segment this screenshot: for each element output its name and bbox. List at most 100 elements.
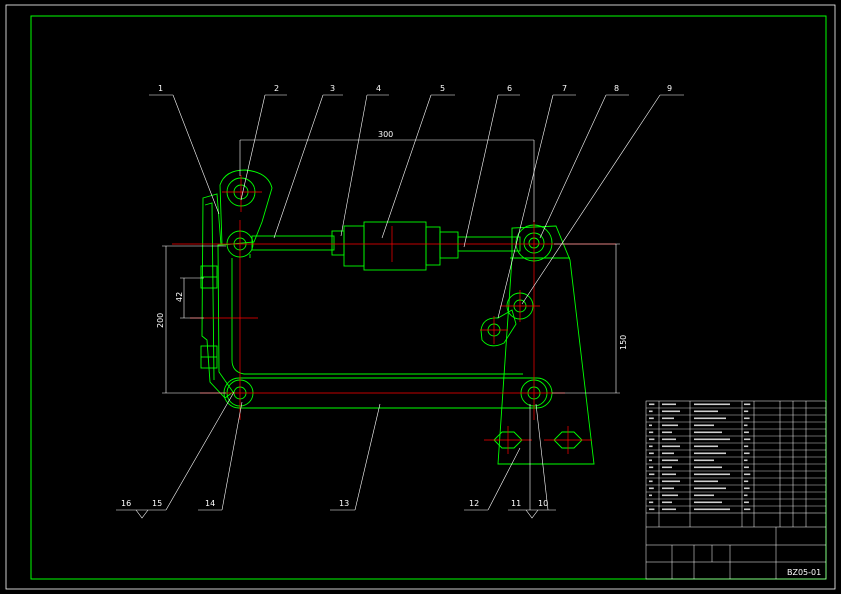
centerlines [172,175,616,454]
parts-list-text-mark [744,459,748,462]
parts-list-text-mark [649,452,654,455]
leader-lines [116,94,684,519]
parts-list-text-mark [662,466,672,469]
part-label-9: 9 [667,84,672,93]
part-labels: 1 2 3 4 5 6 7 8 9 16 15 14 13 12 11 10 [121,84,672,508]
parts-list-text-mark [694,452,726,455]
dimension-150: 150 [619,335,628,350]
title-block [645,400,827,580]
parts-list-text-mark [744,410,749,413]
parts-list-text-mark [662,452,674,455]
parts-list-text-mark [649,473,655,476]
parts-list-text-mark [662,459,678,462]
part-label-16: 16 [121,499,131,508]
part-label-14: 14 [205,499,215,508]
parts-list-text-mark [662,431,672,434]
parts-list-text-mark [649,459,652,462]
parts-list-text-mark [744,487,750,490]
part-label-2: 2 [274,84,279,93]
parts-list-text-mark [694,501,722,504]
upper-rod [251,221,521,271]
parts-list-text-mark [662,417,674,420]
parts-list-text-mark [649,431,654,434]
right-bracket [480,224,595,465]
part-label-8: 8 [614,84,619,93]
part-label-5: 5 [440,84,445,93]
parts-list-text-mark [694,417,726,420]
parts-list-text-mark [744,508,751,511]
part-label-10: 10 [538,499,548,508]
parts-list-text-mark [694,494,714,497]
parts-list-marks [649,403,751,511]
parts-list-text-mark [649,487,654,490]
part-label-1: 1 [158,84,163,93]
sheet-border-outer [5,4,836,590]
parts-list-text-mark [662,480,680,483]
parts-list-text-mark [744,431,749,434]
parts-list-text-mark [662,508,676,511]
left-frame [200,193,234,399]
parts-list-text-mark [662,445,680,448]
part-label-12: 12 [469,499,479,508]
parts-list-text-mark [662,410,680,413]
parts-list-text-mark [649,494,652,497]
parts-list-text-mark [694,459,714,462]
parts-list-text-mark [649,501,654,504]
parts-list-text-mark [694,410,718,413]
dimension-200: 200 [156,313,165,328]
parts-list-text-mark [744,403,751,406]
parts-list-text-mark [744,452,750,455]
parts-list-rows [646,407,826,507]
parts-list-text-mark [649,508,655,511]
parts-list-text-mark [694,445,718,448]
parts-list-text-mark [744,501,749,504]
parts-list-text-mark [744,417,750,420]
parts-list-text-mark [694,438,730,441]
dimension-42: 42 [175,292,184,302]
sheet-border-inner [30,15,827,580]
parts-list-text-mark [694,508,730,511]
drawing-number: BZ05-01 [787,568,821,577]
mechanism [200,169,595,465]
parts-list-text-mark [694,431,722,434]
parts-list-text-mark [694,487,726,490]
parts-list-text-mark [694,466,722,469]
parts-list-text-mark [694,403,730,406]
part-label-4: 4 [376,84,381,93]
part-label-13: 13 [339,499,349,508]
part-label-15: 15 [152,499,162,508]
parts-list-text-mark [662,487,674,490]
parts-list-text-mark [649,480,653,483]
inner-frame [231,254,523,375]
parts-list-text-mark [649,417,654,420]
parts-list-text-mark [662,473,676,476]
parts-list-text-mark [649,403,655,406]
parts-list-text-mark [649,438,655,441]
parts-list-text-mark [662,403,676,406]
parts-list-text-mark [694,473,730,476]
parts-list-text-mark [649,466,654,469]
parts-list-text-mark [694,480,718,483]
parts-list-text-mark [649,424,652,427]
parts-list-text-mark [694,424,714,427]
part-label-11: 11 [511,499,521,508]
parts-list-text-mark [744,424,748,427]
parts-list-text-mark [649,445,653,448]
parts-list-text-mark [744,445,749,448]
parts-list-text-mark [662,424,678,427]
parts-list-text-mark [649,410,653,413]
parts-list-text-mark [744,480,749,483]
parts-list-text-mark [744,473,751,476]
parts-list-text-mark [662,438,676,441]
part-label-6: 6 [507,84,512,93]
part-label-3: 3 [330,84,335,93]
parts-list-text-mark [662,501,672,504]
part-label-7: 7 [562,84,567,93]
parts-list-text-mark [744,494,748,497]
dimension-300: 300 [378,130,393,139]
parts-list-text-mark [744,438,751,441]
parts-list-text-mark [744,466,749,469]
parts-list-text-mark [662,494,678,497]
dimension-lines [162,139,620,394]
